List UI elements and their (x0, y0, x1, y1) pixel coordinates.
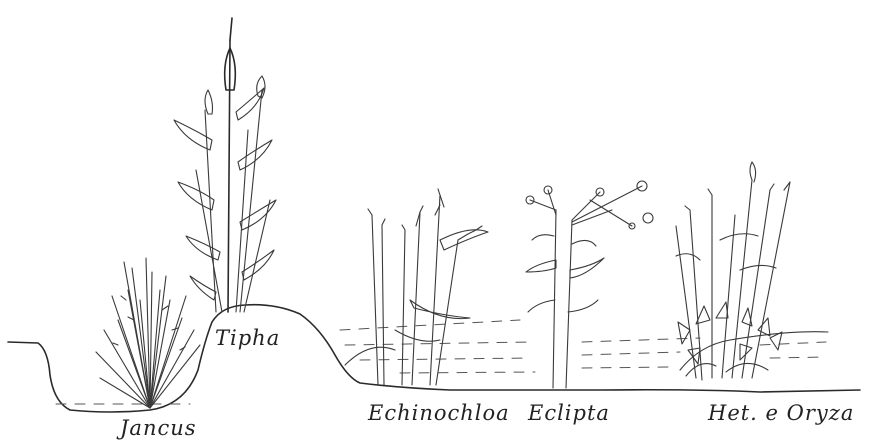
label-jancus: Jancus (120, 416, 197, 440)
tipha-plant (174, 18, 276, 312)
eclipta-plant (526, 181, 653, 388)
jancus-plant (96, 258, 200, 408)
ground-profile (8, 305, 860, 412)
label-het-oryza: Het. e Oryza (708, 401, 854, 425)
label-echinochloa: Echinochloa (368, 401, 510, 425)
water-surface (56, 320, 826, 404)
echinochloa-plant (345, 189, 488, 385)
label-eclipta: Eclipta (528, 401, 610, 425)
oryza-plant (676, 162, 790, 380)
label-tipha: Tipha (215, 326, 280, 350)
